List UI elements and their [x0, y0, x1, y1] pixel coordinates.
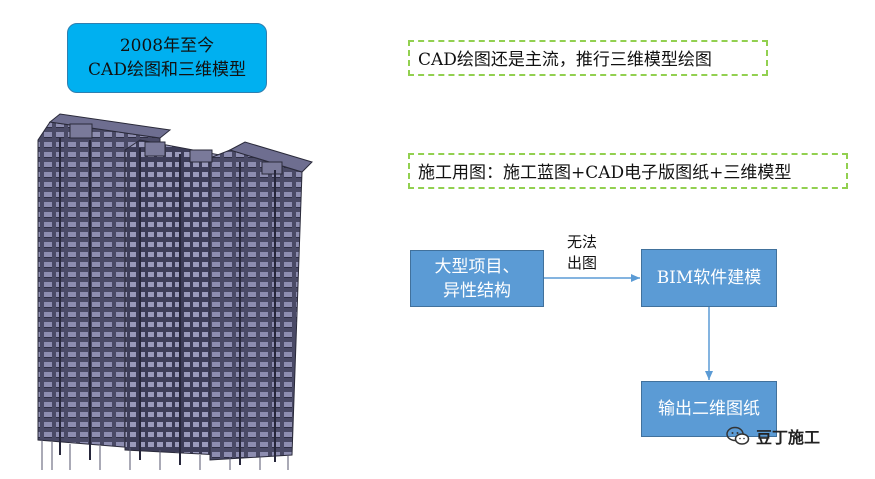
box-a-line-2: 异性结构: [443, 280, 511, 301]
box-c-label: 输出二维图纸: [658, 399, 760, 419]
edge-label-cannot-draw: 无法 出图: [567, 232, 597, 274]
flow-box-bim-modeling: BIM软件建模: [641, 249, 777, 307]
watermark: 豆丁施工: [726, 424, 820, 448]
box-a-line-1: 大型项目、: [434, 256, 520, 277]
title-line-2: CAD绘图和三维模型: [88, 60, 246, 80]
note-construction-drawings: 施工用图：施工蓝图+CAD电子版图纸+三维模型: [408, 153, 848, 189]
watermark-text: 豆丁施工: [756, 428, 821, 447]
building-model-image: [37, 113, 313, 470]
flow-box-output-2d: 输出二维图纸: [641, 381, 777, 437]
edge-label-line-1: 无法: [567, 233, 598, 251]
flow-box-large-projects: 大型项目、 异性结构: [410, 250, 544, 307]
edge-label-line-2: 出图: [567, 254, 598, 272]
note-cad-mainstream: CAD绘图还是主流，推行三维模型绘图: [408, 40, 768, 76]
box-b-label: BIM软件建模: [656, 268, 762, 288]
title-line-1: 2008年至今: [119, 36, 215, 56]
title-box: 2008年至今 CAD绘图和三维模型: [67, 23, 267, 93]
wechat-icon: [726, 426, 750, 445]
